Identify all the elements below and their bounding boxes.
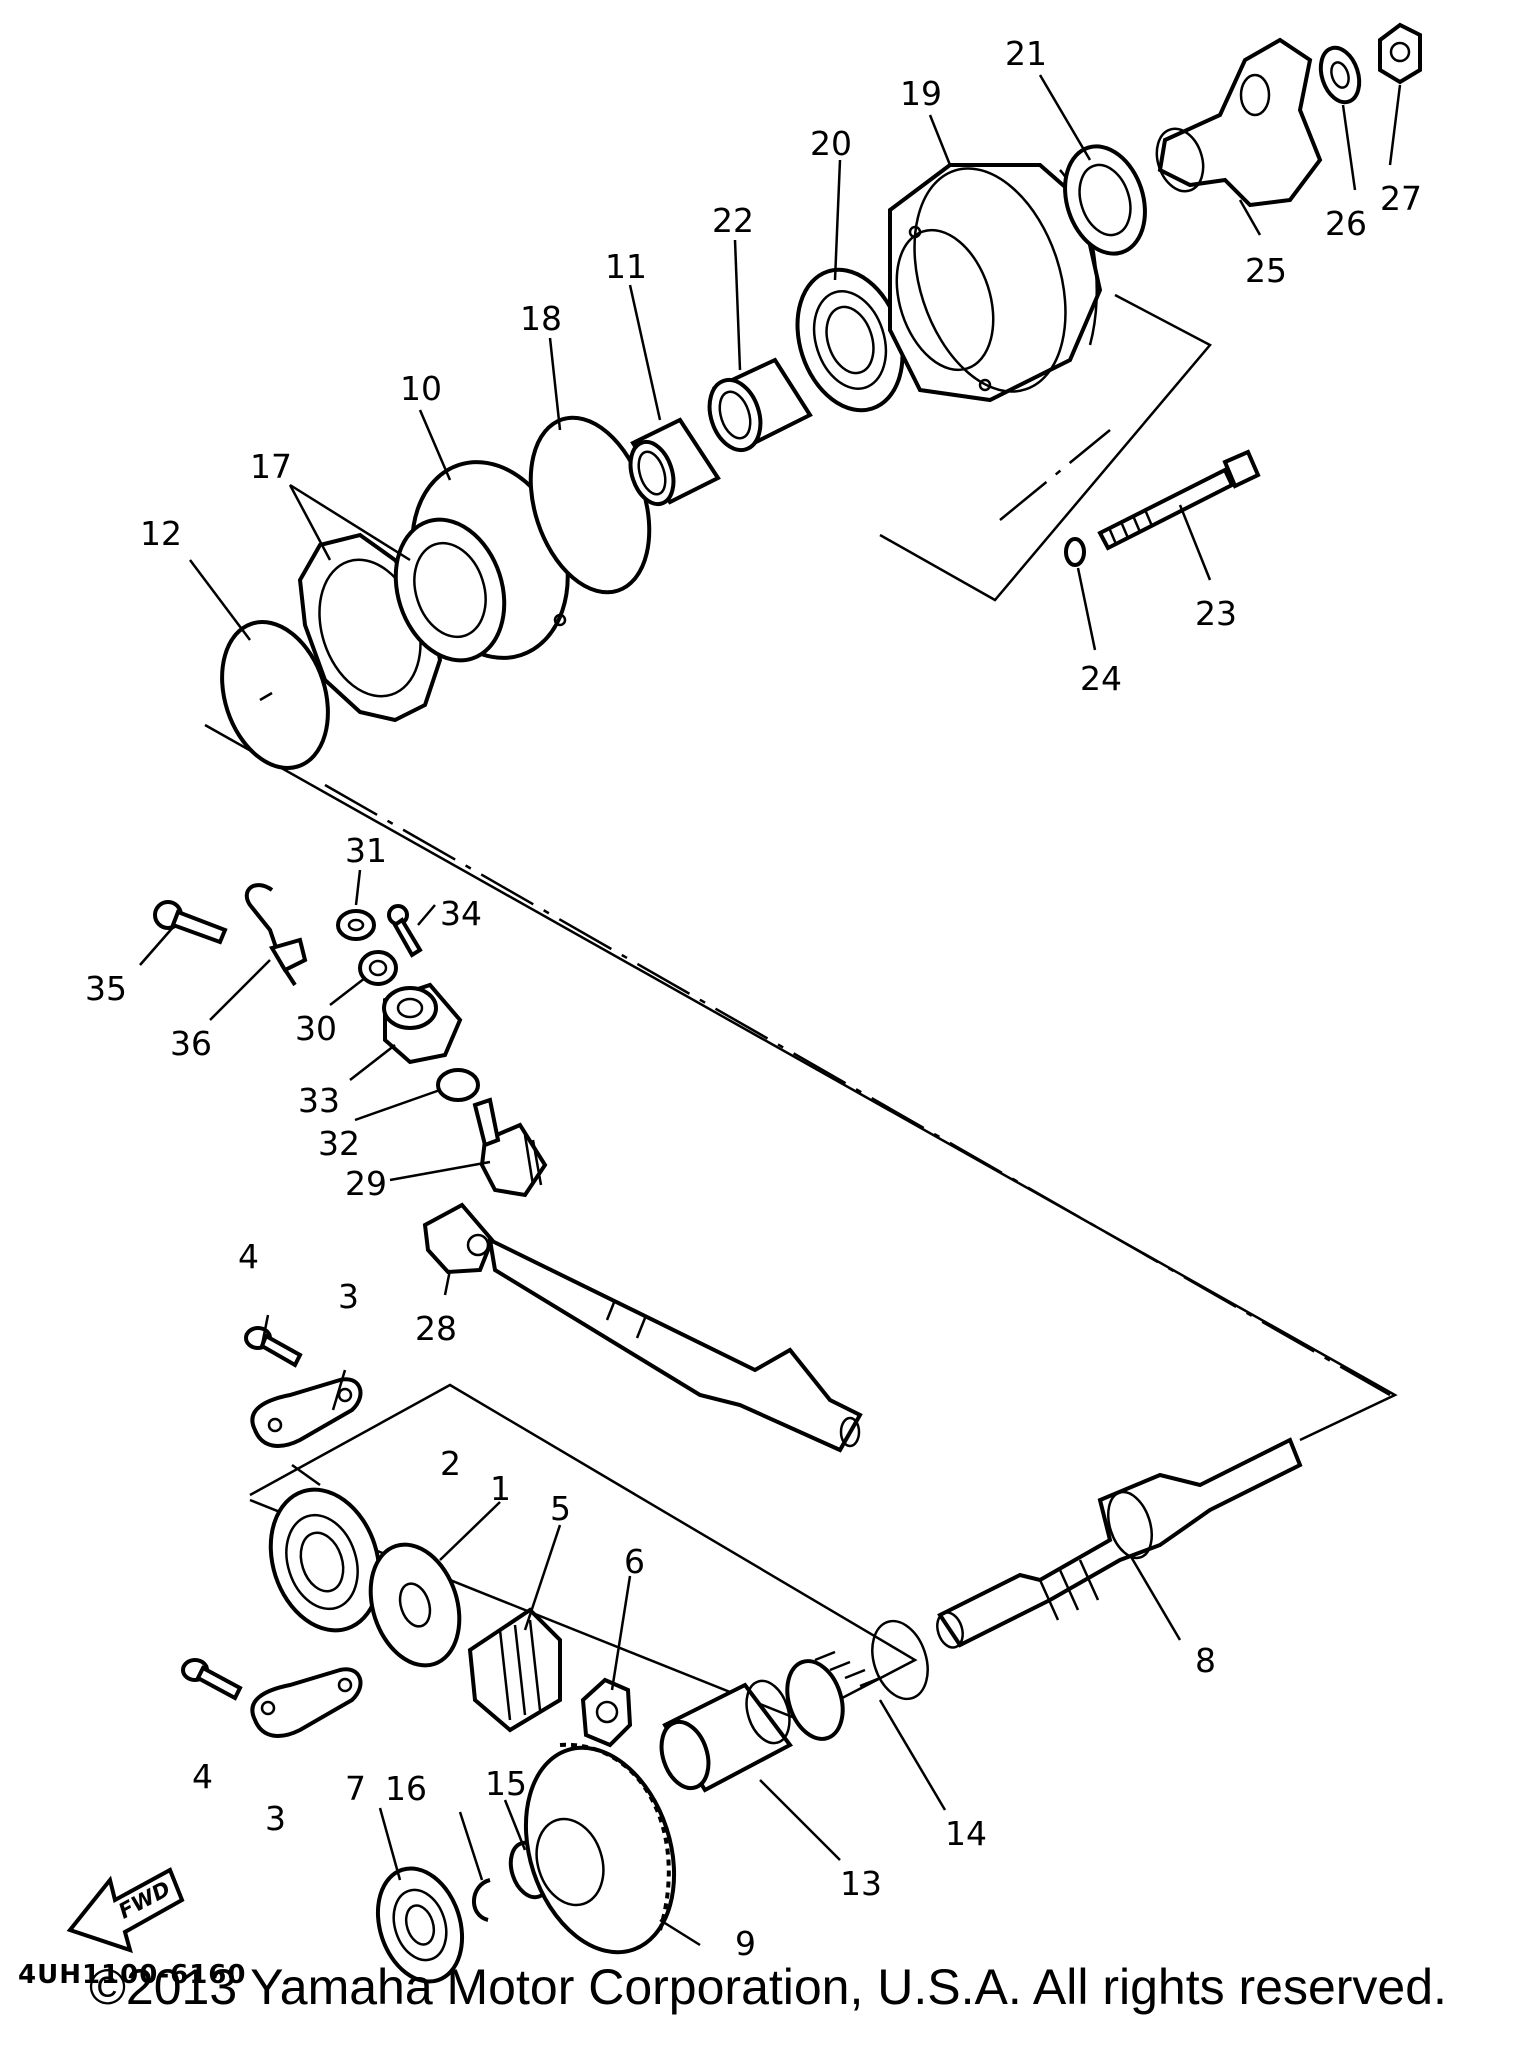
callout-31: 31 <box>345 831 387 870</box>
callout-36: 36 <box>170 1024 212 1063</box>
bolt-4-lower[interactable] <box>181 1658 243 1701</box>
callout-4: 4 <box>192 1757 213 1796</box>
washer-30[interactable] <box>358 950 398 986</box>
bearing-7[interactable] <box>364 1857 476 1992</box>
assembly-frames <box>204 293 1398 1722</box>
gear-28[interactable] <box>422 1202 495 1275</box>
bolt-23[interactable] <box>1097 449 1261 551</box>
yoke-25[interactable] <box>1149 37 1323 208</box>
bolt-35[interactable] <box>153 900 228 945</box>
bearing-2[interactable] <box>253 1475 396 1644</box>
spring-14[interactable] <box>778 1614 937 1746</box>
screw-34[interactable] <box>387 904 423 958</box>
hub-axis <box>999 429 1111 521</box>
plate-3-upper[interactable] <box>250 1377 363 1448</box>
callout-23: 23 <box>1195 594 1237 633</box>
housing-10[interactable] <box>378 442 592 679</box>
washer-24[interactable] <box>1064 537 1086 567</box>
callout-21: 21 <box>1005 34 1047 73</box>
housing-33[interactable] <box>382 982 463 1065</box>
leader-lines <box>139 74 1402 1947</box>
callout-9: 9 <box>735 1924 756 1963</box>
callout-15: 15 <box>485 1764 527 1803</box>
collar-11[interactable] <box>623 417 721 510</box>
callout-14: 14 <box>945 1814 987 1853</box>
callout-1: 1 <box>490 1469 511 1508</box>
callout-22: 22 <box>712 201 754 240</box>
callout-3: 3 <box>338 1277 359 1316</box>
washer-31[interactable] <box>336 909 376 941</box>
callout-29: 29 <box>345 1164 387 1203</box>
coupling-13[interactable] <box>654 1675 797 1794</box>
callout-35: 35 <box>85 969 127 1008</box>
shim-1[interactable] <box>356 1533 474 1677</box>
gasket-12[interactable] <box>204 608 345 782</box>
part-code: 4UH1100-6160 <box>18 1960 246 1990</box>
plate-3-lower[interactable] <box>250 1667 363 1738</box>
shaft-8[interactable] <box>933 1437 1303 1651</box>
washer-26[interactable] <box>1314 43 1366 107</box>
callout-7: 7 <box>345 1769 366 1808</box>
callout-30: 30 <box>295 1009 337 1048</box>
callout-32: 32 <box>318 1124 360 1163</box>
callout-10: 10 <box>400 369 442 408</box>
fwd-arrow-icon: FWD <box>66 1867 185 1954</box>
bearing-20[interactable] <box>780 256 920 424</box>
callout-8: 8 <box>1195 1641 1216 1680</box>
gear-5[interactable] <box>467 1607 562 1733</box>
callout-33: 33 <box>298 1081 340 1120</box>
callout-24: 24 <box>1080 659 1122 698</box>
bolt-4-upper[interactable] <box>244 1326 303 1368</box>
oil-seal-21[interactable] <box>1052 136 1158 264</box>
callout-16: 16 <box>385 1769 427 1808</box>
callout-13: 13 <box>840 1864 882 1903</box>
copyright-notice: ©2013 Yamaha Motor Corporation, U.S.A. A… <box>89 1959 1447 2015</box>
callout-2: 2 <box>440 1444 461 1483</box>
callout-28: 28 <box>415 1309 457 1348</box>
callout-20: 20 <box>810 124 852 163</box>
callouts: 1 2 3 3 4 4 5 6 7 8 9 10 11 12 13 14 15 … <box>85 34 1422 1963</box>
callout-12: 12 <box>140 514 182 553</box>
callout-19: 19 <box>900 74 942 113</box>
callout-17: 17 <box>250 447 292 486</box>
callout-3: 3 <box>265 1799 286 1838</box>
callout-25: 25 <box>1245 251 1287 290</box>
o-ring-32[interactable] <box>436 1068 480 1102</box>
clip-36[interactable] <box>244 883 308 987</box>
ring-gear-9[interactable] <box>501 1729 699 1972</box>
nut-27[interactable] <box>1378 22 1422 85</box>
callout-5: 5 <box>550 1489 571 1528</box>
circlip-16[interactable] <box>472 1878 491 1922</box>
callout-11: 11 <box>605 247 647 286</box>
drive-axis-upper <box>324 783 1391 1397</box>
callout-27: 27 <box>1380 179 1422 218</box>
shaft-drive[interactable] <box>487 1236 863 1453</box>
lower-frame <box>249 1383 918 1722</box>
callout-34: 34 <box>440 894 482 933</box>
gear-29[interactable] <box>472 1097 548 1198</box>
callout-6: 6 <box>624 1542 645 1581</box>
collar-22[interactable] <box>701 357 813 457</box>
callout-4: 4 <box>238 1237 259 1276</box>
nut-6[interactable] <box>580 1677 633 1748</box>
callout-26: 26 <box>1325 204 1367 243</box>
callout-18: 18 <box>520 299 562 338</box>
main-drive-frame <box>204 723 1398 1442</box>
case-19[interactable] <box>880 149 1103 411</box>
upper-frame <box>879 293 1212 602</box>
